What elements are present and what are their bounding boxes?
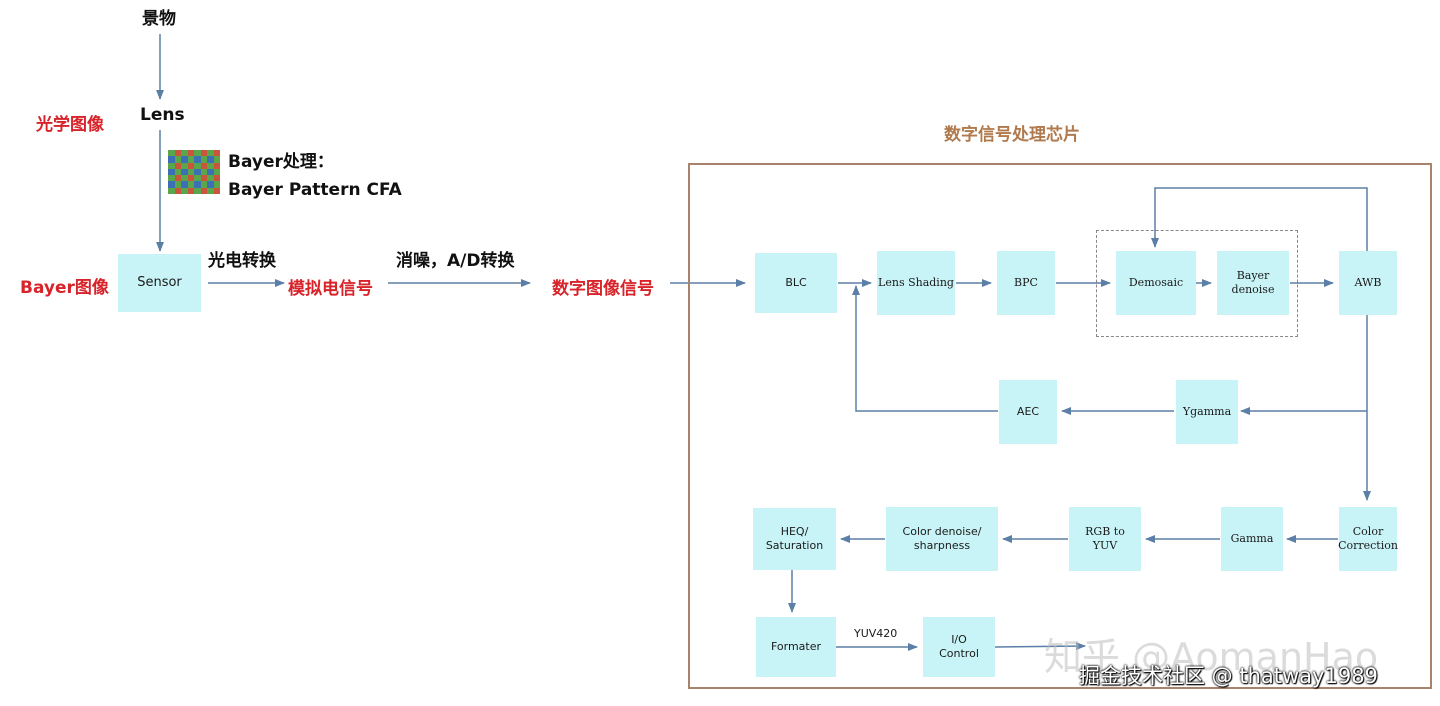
analog-signal-label: 模拟电信号 bbox=[288, 279, 373, 299]
sensor-node: Sensor bbox=[118, 254, 201, 312]
bayer-cell bbox=[194, 175, 201, 182]
bayer-cell bbox=[213, 187, 220, 194]
bayer-cfa-pattern bbox=[168, 150, 220, 194]
bayer-cell bbox=[207, 162, 214, 169]
bpc-node: BPC bbox=[997, 251, 1055, 315]
denoise-ad-label: 消噪，A/D转换 bbox=[396, 251, 515, 271]
color-correction-node: Color Correction bbox=[1338, 507, 1398, 571]
bayer-cell bbox=[168, 162, 175, 169]
bayer-cell bbox=[213, 181, 220, 188]
bayer-cell bbox=[194, 168, 201, 176]
aec-node: AEC bbox=[999, 380, 1057, 444]
feedback-aec-to-blc bbox=[852, 285, 998, 412]
blc-node: BLC bbox=[755, 253, 837, 313]
bayer-cell bbox=[174, 181, 181, 188]
bayer-cell bbox=[187, 187, 194, 194]
photoelectric-label: 光电转换 bbox=[208, 251, 276, 271]
bayer-cell bbox=[174, 162, 181, 169]
bayer-cell bbox=[207, 150, 214, 157]
bayer-cell bbox=[168, 187, 175, 194]
bayer-cell bbox=[168, 175, 175, 182]
bayer-cell bbox=[200, 181, 207, 188]
bayer-cell bbox=[200, 168, 207, 176]
bayer-cell bbox=[168, 181, 175, 188]
bayer-cell bbox=[181, 187, 188, 194]
dsp-chip-border bbox=[688, 163, 1432, 689]
bayer-cell bbox=[213, 150, 220, 157]
bayer-cell bbox=[187, 150, 194, 157]
io-control-node: I/O Control bbox=[923, 617, 995, 677]
bayer-cell bbox=[174, 187, 181, 194]
digital-signal-label: 数字图像信号 bbox=[552, 279, 654, 299]
demosaic-group-border bbox=[1096, 230, 1298, 337]
bayer-cell bbox=[200, 187, 207, 194]
juejin-watermark: 掘金技术社区 @ thatway1989 bbox=[1079, 664, 1378, 688]
awb-node: AWB bbox=[1339, 251, 1397, 315]
bayer-cell bbox=[181, 181, 188, 188]
bayer-cell bbox=[174, 156, 181, 163]
scene-label: 景物 bbox=[142, 9, 176, 29]
bayer-cell bbox=[194, 181, 201, 188]
demosaic-node: Demosaic bbox=[1116, 251, 1196, 315]
lens-shading-node: Lens Shading bbox=[877, 251, 955, 315]
formater-node: Formater bbox=[756, 617, 836, 677]
bayer-cell bbox=[187, 156, 194, 163]
bayer-cell bbox=[213, 162, 220, 169]
bayer-cell bbox=[200, 150, 207, 157]
bayer-cell bbox=[181, 156, 188, 163]
bayer-cell bbox=[194, 187, 201, 194]
bayer-cell bbox=[200, 162, 207, 169]
bayer-cell bbox=[194, 150, 201, 157]
bayer-pattern-label: Bayer Pattern CFA bbox=[228, 180, 402, 200]
gamma-node: Gamma bbox=[1221, 507, 1283, 571]
bayer-cell bbox=[194, 162, 201, 169]
optical-image-label: 光学图像 bbox=[36, 115, 104, 135]
bayer-cell bbox=[174, 175, 181, 182]
bayer-cell bbox=[200, 175, 207, 182]
zhihu-watermark: 知乎 @AomanHao bbox=[1044, 635, 1379, 679]
heq-saturation-node: HEQ/ Saturation bbox=[753, 508, 836, 570]
bayer-cell bbox=[168, 168, 175, 176]
lens-label: Lens bbox=[140, 105, 185, 125]
chip-title: 数字信号处理芯片 bbox=[944, 125, 1080, 145]
bayer-cell bbox=[168, 150, 175, 157]
bayer-cell bbox=[187, 168, 194, 176]
bayer-cell bbox=[213, 168, 220, 176]
bayer-cell bbox=[213, 156, 220, 163]
bayer-cell bbox=[207, 156, 214, 163]
bayer-cell bbox=[181, 150, 188, 157]
bayer-cell bbox=[168, 156, 175, 163]
bayer-cell bbox=[174, 168, 181, 176]
bayer-denoise-node: Bayer denoise bbox=[1217, 251, 1289, 315]
bayer-image-label: Bayer图像 bbox=[20, 278, 109, 298]
bayer-cell bbox=[181, 168, 188, 176]
color-denoise-node: Color denoise/ sharpness bbox=[886, 507, 998, 571]
yuv420-label: YUV420 bbox=[854, 627, 898, 640]
ygamma-node: Ygamma bbox=[1176, 380, 1238, 444]
bayer-cell bbox=[194, 156, 201, 163]
bayer-cell bbox=[207, 181, 214, 188]
feedback-awb-to-demosaic bbox=[1151, 187, 1368, 251]
bayer-cell bbox=[174, 150, 181, 157]
rgb-to-yuv-node: RGB to YUV bbox=[1069, 507, 1141, 571]
bayer-cell bbox=[200, 156, 207, 163]
bayer-cell bbox=[181, 175, 188, 182]
bayer-cell bbox=[187, 162, 194, 169]
bayer-cell bbox=[187, 181, 194, 188]
bayer-cell bbox=[207, 168, 214, 176]
bayer-cell bbox=[181, 162, 188, 169]
bayer-cell bbox=[207, 187, 214, 194]
bayer-title: Bayer处理： bbox=[228, 152, 334, 172]
bayer-cell bbox=[213, 175, 220, 182]
arrow-io-out bbox=[994, 642, 1086, 651]
bayer-cell bbox=[207, 175, 214, 182]
bayer-cell bbox=[187, 175, 194, 182]
